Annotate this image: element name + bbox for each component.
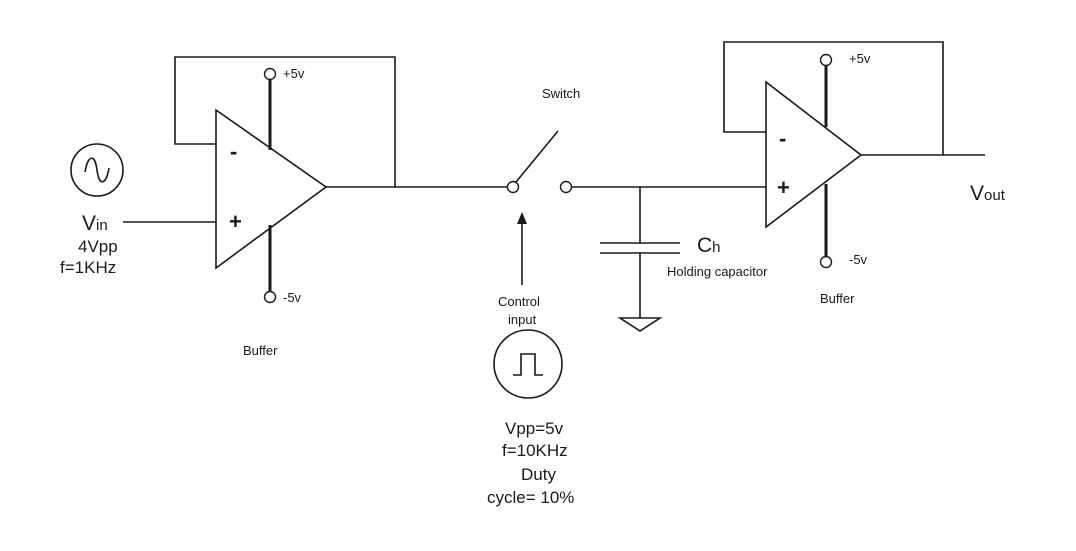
switch-label: Switch: [542, 86, 580, 101]
control-vpp: Vpp=5v: [505, 419, 564, 438]
sine-wave-icon: [84, 157, 110, 183]
right-buffer-opamp: - + +5v -5v Buffer: [723, 41, 985, 306]
left-buffer-label: Buffer: [243, 343, 278, 358]
square-pulse-icon: [513, 353, 543, 376]
output: Vout: [970, 182, 1006, 205]
right-feedback-wire: [723, 41, 944, 155]
vout-label: Vout: [970, 182, 1006, 205]
control-duty-line1: Duty: [521, 465, 556, 484]
left-supply-pos-label: +5v: [283, 66, 305, 81]
control-label-line1: Control: [498, 294, 540, 309]
cap-label: Ch: [697, 234, 721, 257]
right-opamp-triangle: [765, 80, 863, 229]
switch-blade: [515, 130, 559, 183]
right-terminal-pos: [819, 53, 833, 67]
control-label-line2: input: [508, 312, 537, 327]
right-plus-sign: +: [777, 175, 790, 200]
switch-terminal-left: [506, 180, 520, 194]
left-feedback-wire: [174, 56, 396, 187]
left-buffer-opamp: - + +5v -5v Buffer: [174, 56, 508, 358]
right-terminal-neg: [819, 255, 833, 269]
control-arrow-head: [517, 212, 527, 224]
right-supply-neg-label: -5v: [849, 252, 868, 267]
left-supply-neg-label: -5v: [283, 290, 302, 305]
analog-switch: Switch: [506, 86, 580, 194]
left-minus-sign: -: [230, 139, 237, 164]
right-buffer-label: Buffer: [820, 291, 855, 306]
holding-capacitor: Ch Holding capacitor: [572, 186, 768, 332]
right-supply-pos-label: +5v: [849, 51, 871, 66]
ground-symbol: [617, 317, 663, 332]
control-input: Control input Vpp=5v f=10KHz Duty cycle=…: [487, 212, 574, 507]
left-terminal-neg: [263, 290, 277, 304]
left-terminal-pos: [263, 67, 277, 81]
vin-amplitude: 4Vpp: [78, 237, 118, 256]
switch-terminal-right: [559, 180, 573, 194]
pulse-source-circle: [493, 329, 563, 399]
right-minus-sign: -: [779, 126, 786, 151]
vin-label: Vin: [82, 212, 108, 235]
input-source: Vin 4Vpp f=1KHz: [60, 143, 216, 277]
control-frequency: f=10KHz: [502, 441, 568, 460]
vin-frequency: f=1KHz: [60, 258, 116, 277]
cap-description: Holding capacitor: [667, 264, 768, 279]
control-duty-line2: cycle= 10%: [487, 488, 574, 507]
left-plus-sign: +: [229, 209, 242, 234]
